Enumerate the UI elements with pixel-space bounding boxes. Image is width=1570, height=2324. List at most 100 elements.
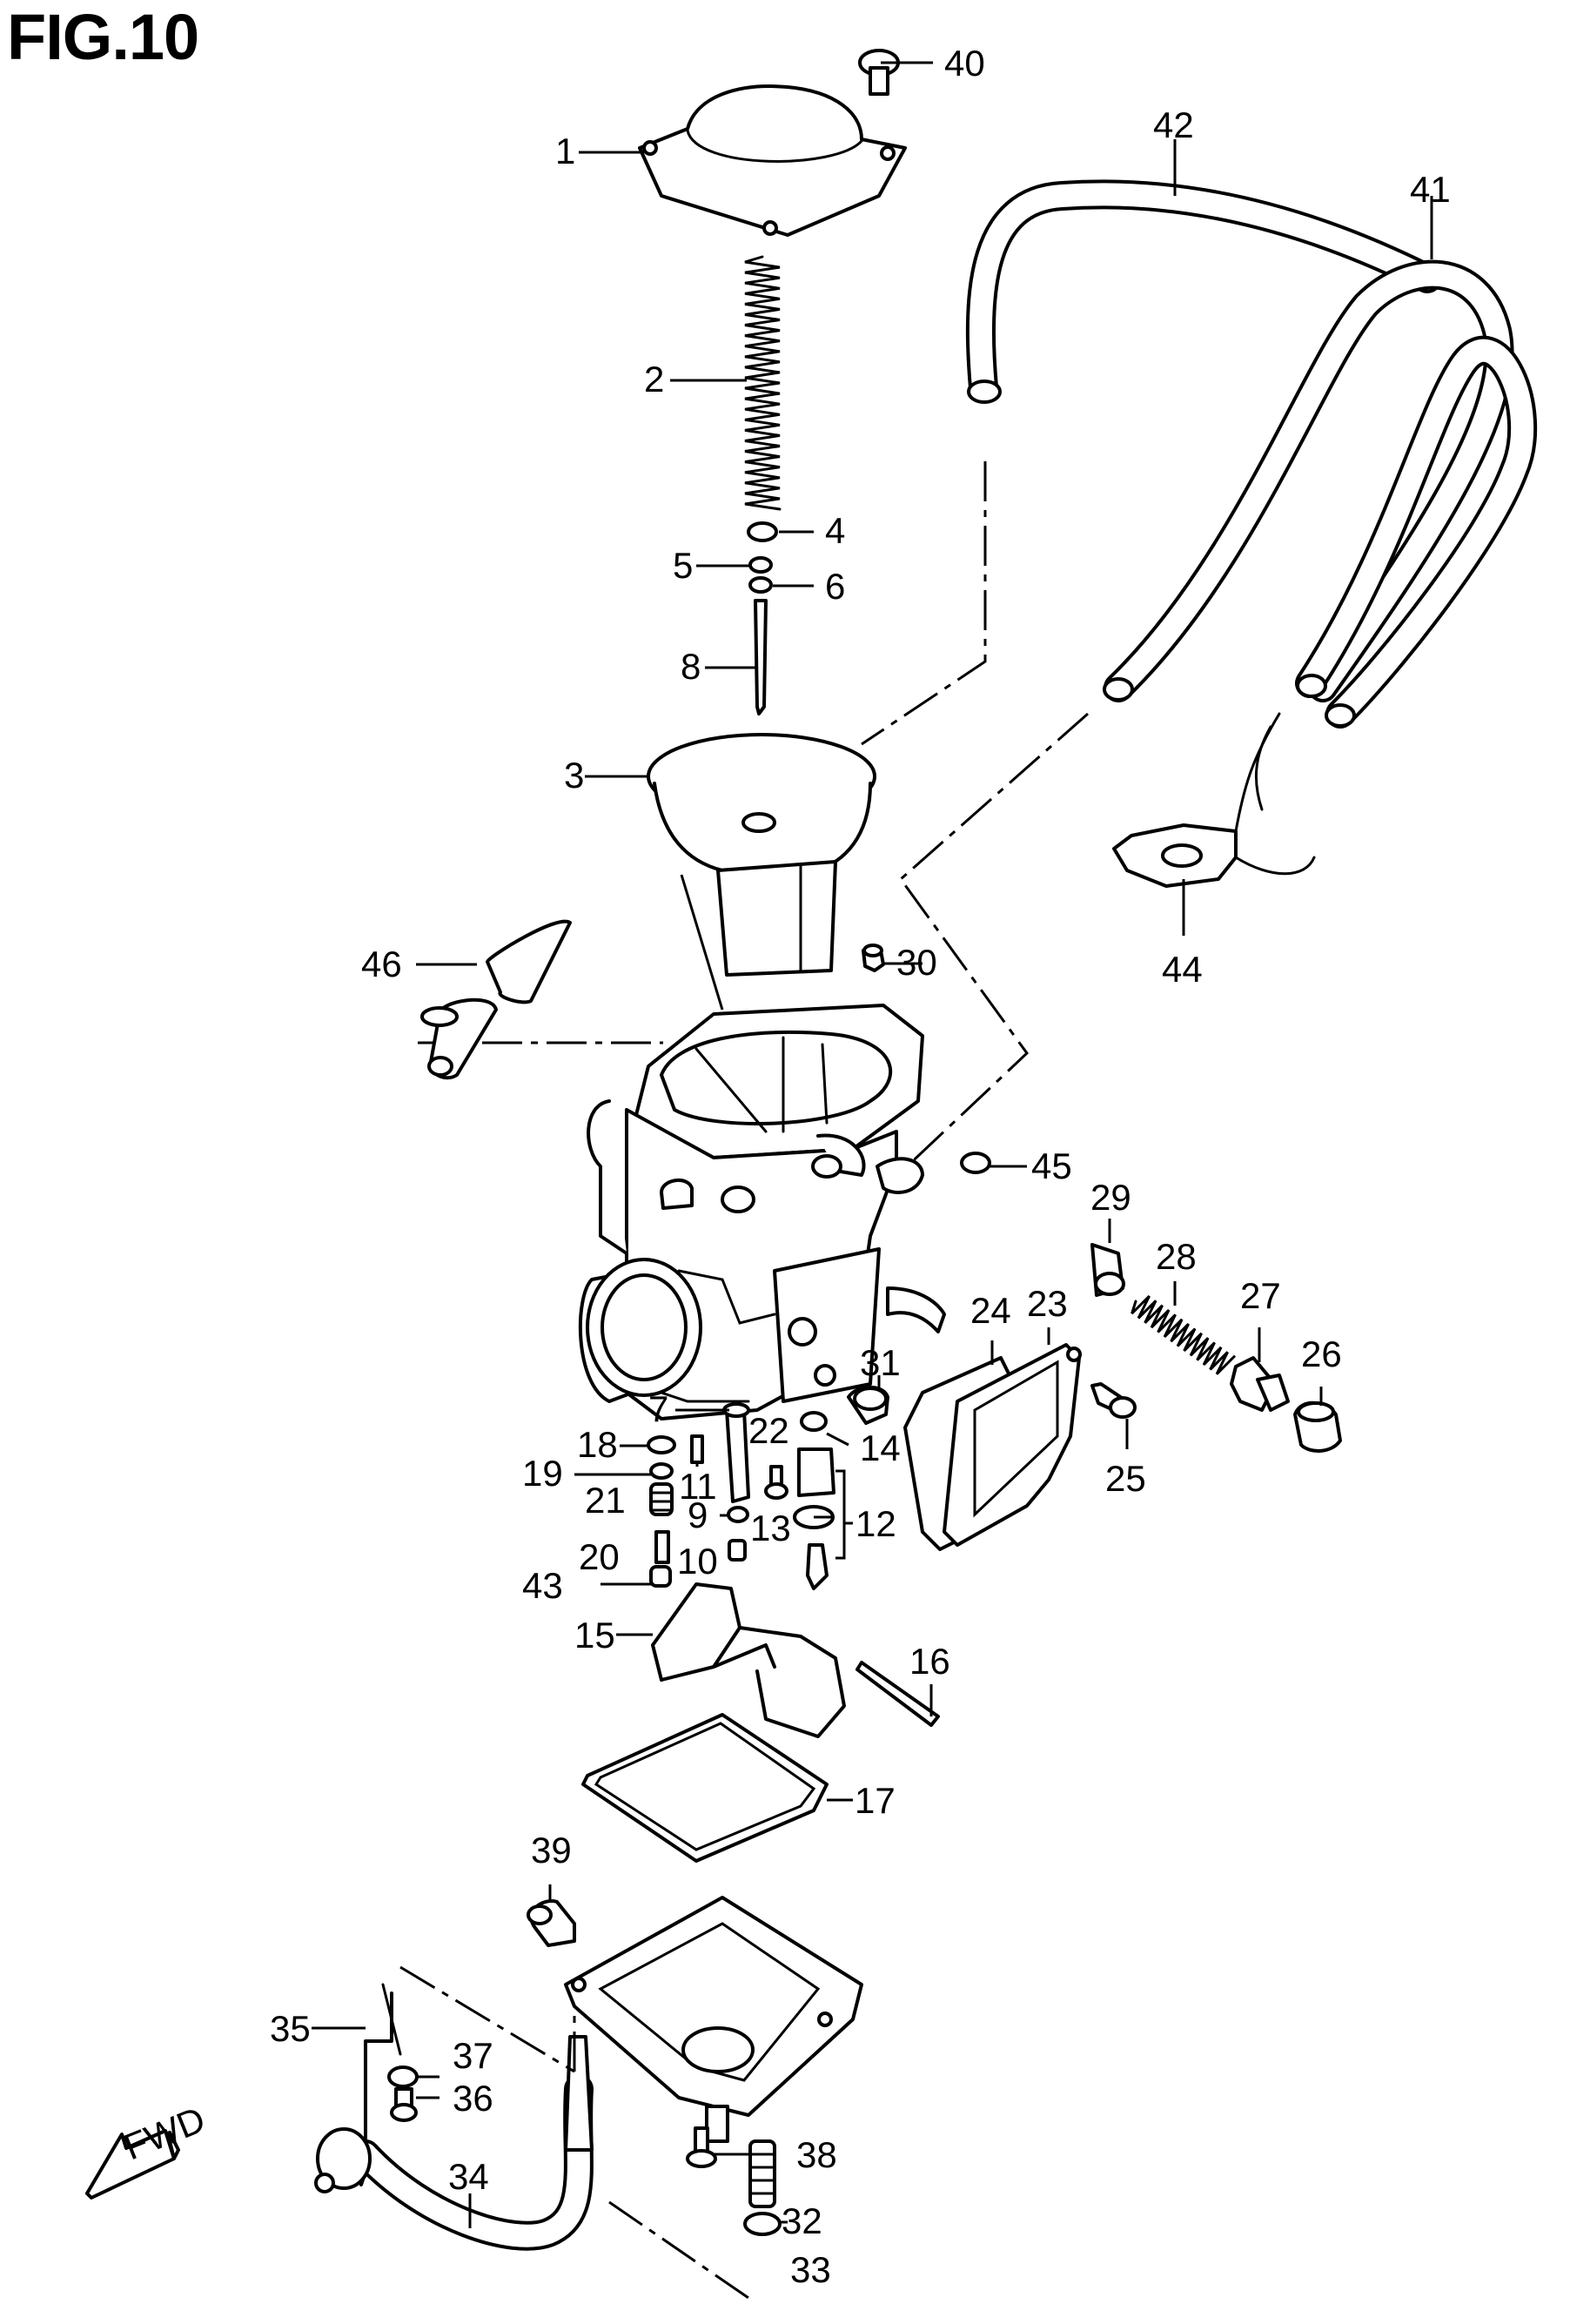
screw-40 [858, 49, 900, 96]
callout-35: 35 [270, 2008, 311, 2049]
washer-9 [727, 1506, 749, 1523]
jet-10 [728, 1539, 747, 1562]
plug-30 [862, 944, 885, 972]
vent-hose-42 [965, 179, 1442, 404]
callout-4: 4 [825, 510, 845, 551]
diaphragm-spring-2 [744, 255, 782, 511]
callout-41: 41 [1410, 169, 1451, 210]
callout-32: 32 [782, 2200, 822, 2241]
callout-44: 44 [1162, 949, 1203, 990]
screw-25 [1090, 1382, 1137, 1419]
callout-21: 21 [585, 1480, 626, 1521]
carburetor-top-cap-1 [638, 84, 907, 237]
knob-26 [1293, 1400, 1342, 1453]
valve-seat-12 [797, 1447, 835, 1590]
callout-43: 43 [522, 1565, 563, 1606]
callout-27: 27 [1240, 1275, 1281, 1316]
callout-12: 12 [855, 1503, 896, 1544]
callout-9: 9 [688, 1494, 708, 1535]
screw-20 [654, 1530, 670, 1564]
plug-31 [847, 1385, 889, 1425]
callout-14: 14 [860, 1427, 901, 1468]
guide-line-3 [680, 874, 724, 1011]
callout-18: 18 [577, 1424, 618, 1465]
float-15 [651, 1582, 846, 1738]
callout-34: 34 [448, 2156, 489, 2197]
callout-15: 15 [574, 1615, 615, 1656]
callout-17: 17 [855, 1780, 896, 1821]
hose-clamp-bracket-44 [1112, 712, 1316, 888]
drain-screw-38 [686, 2126, 717, 2168]
screw-39 [527, 1899, 576, 1947]
callout-26: 26 [1301, 1333, 1342, 1374]
callout-37: 37 [453, 2035, 493, 2076]
callout-31: 31 [860, 1342, 901, 1383]
callout-19: 19 [522, 1453, 563, 1494]
callout-36: 36 [453, 2078, 493, 2119]
guide-line-hose-42 [861, 461, 987, 746]
screw-36 [390, 2087, 418, 2122]
forward-direction-arrow: FWD [85, 2099, 211, 2200]
tube-46 [420, 919, 572, 1080]
figure-title: FIG.10 [7, 1, 199, 73]
callout-25: 25 [1105, 1458, 1146, 1499]
washer-19 [649, 1462, 674, 1480]
callout-7: 7 [648, 1388, 668, 1429]
spring-28 [1131, 1294, 1236, 1375]
drain-hose-34 [314, 2035, 594, 2251]
callout-24: 24 [970, 1290, 1011, 1331]
washer-37 [387, 2065, 419, 2088]
cover-23 [943, 1343, 1082, 1547]
callout-45: 45 [1031, 1145, 1072, 1186]
callout-39: 39 [531, 1830, 572, 1871]
callout-3: 3 [564, 755, 584, 796]
callout-labels: 1 2 3 4 5 6 7 8 9 10 11 12 13 14 15 16 1… [270, 43, 1451, 2290]
callout-29: 29 [1090, 1177, 1131, 1218]
float-pin-16 [855, 1661, 940, 1727]
callout-28: 28 [1156, 1236, 1197, 1277]
callout-1: 1 [555, 131, 575, 171]
carburetor-body [578, 1004, 946, 1421]
vent-hose-41 [1103, 259, 1538, 729]
jet-22 [764, 1465, 788, 1500]
callout-6: 6 [825, 566, 845, 607]
float-bowl [564, 1896, 863, 2143]
float-bowl-gasket-17 [581, 1713, 829, 1863]
callout-11: 11 [679, 1466, 717, 1507]
spring-21 [649, 1482, 674, 1516]
callout-8: 8 [681, 646, 701, 687]
callout-33: 33 [790, 2249, 831, 2290]
callout-10: 10 [677, 1541, 718, 1582]
callout-46: 46 [361, 944, 402, 984]
callout-23: 23 [1027, 1283, 1068, 1324]
diaphragm-piston-3 [647, 733, 876, 977]
tube-7 [722, 1402, 750, 1503]
ring-5 [748, 556, 773, 574]
callout-20: 20 [579, 1536, 620, 1577]
o-ring-45 [960, 1152, 991, 1174]
callout-22: 22 [748, 1410, 789, 1451]
float-valve-14 [800, 1411, 828, 1432]
callout-40: 40 [944, 43, 985, 84]
guide-line-bowl [399, 1965, 749, 2300]
o-ring-18 [647, 1435, 676, 1454]
ring-6 [748, 576, 773, 594]
callout-16: 16 [909, 1641, 950, 1682]
callout-2: 2 [644, 359, 664, 400]
callout-5: 5 [673, 545, 693, 586]
guide-line-hose-41 [869, 712, 1089, 1203]
callout-38: 38 [796, 2134, 837, 2175]
adjuster-27 [1230, 1356, 1290, 1412]
jet-needle-8 [754, 599, 768, 715]
leader-lines [312, 61, 1433, 2228]
spring-32 [748, 2139, 776, 2208]
callout-13: 13 [750, 1508, 791, 1548]
screw-33 [743, 2212, 782, 2236]
spring-seat-4 [747, 521, 778, 542]
stop-screw-29 [1090, 1243, 1125, 1297]
callout-42: 42 [1153, 104, 1194, 145]
callout-30: 30 [896, 942, 937, 983]
screw-43 [649, 1565, 672, 1588]
jet-11 [690, 1434, 704, 1464]
